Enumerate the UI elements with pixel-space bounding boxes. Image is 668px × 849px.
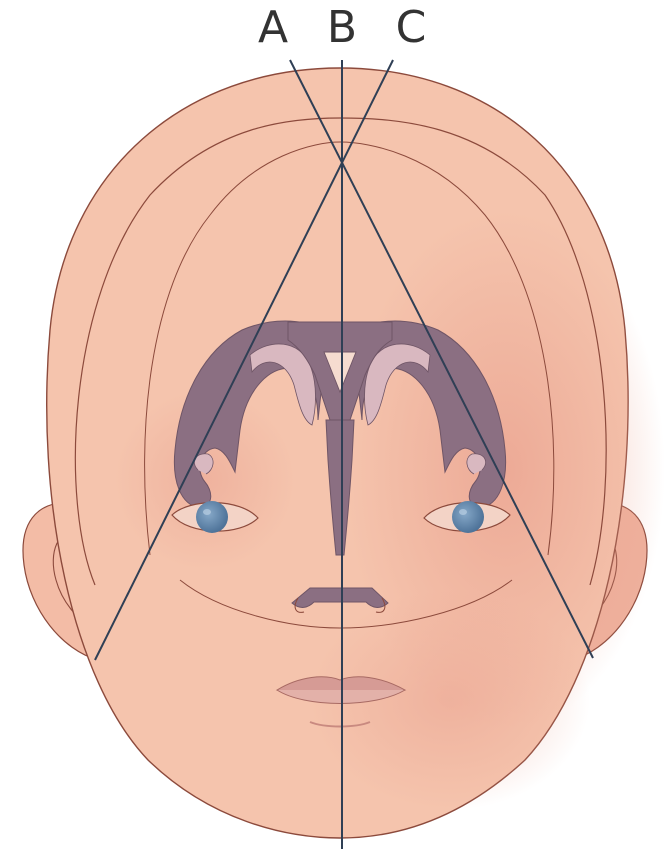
label-c: C xyxy=(396,2,427,53)
label-a: A xyxy=(258,2,288,53)
label-b: B xyxy=(327,2,357,53)
